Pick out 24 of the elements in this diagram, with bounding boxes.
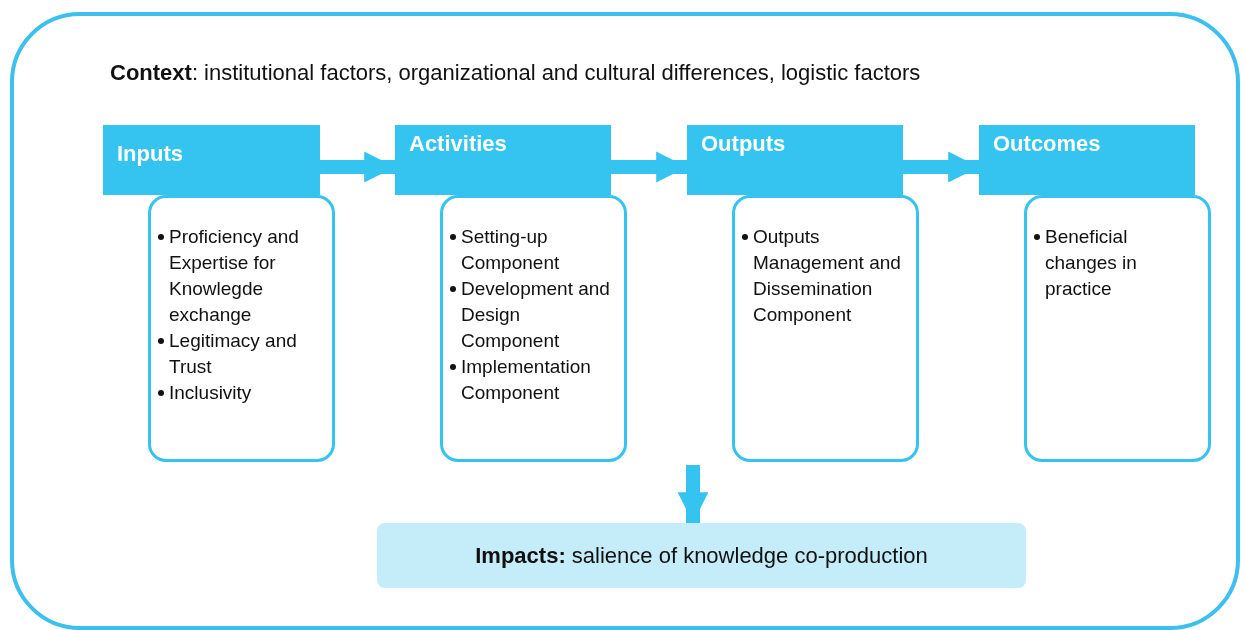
bullet-text: Development and Design Component <box>461 278 610 351</box>
block-arrow <box>320 151 395 183</box>
impacts-text: Impacts: salience of knowledge co-production <box>475 542 928 569</box>
block-arrow <box>903 151 979 183</box>
stage-header: Activities <box>395 125 611 195</box>
stage-card <box>440 195 627 462</box>
bullet-text: Proficiency and Expertise for Knowlegde exchange <box>169 226 299 325</box>
bullet-text: Beneficial changes in practice <box>1045 226 1137 299</box>
block-arrow <box>611 151 687 183</box>
stage-card <box>148 195 335 462</box>
bullet-text: Implementation Component <box>461 356 591 403</box>
stage-header: Inputs <box>103 125 320 195</box>
block-arrow <box>677 465 709 523</box>
bullet-text: Outputs Management and Dissemination Component <box>753 226 901 325</box>
context-text: Context: institutional factors, organizational and cultural differences, logistic factors <box>110 60 921 86</box>
stage-card <box>1024 195 1211 462</box>
bullet-text: Inclusivity <box>169 382 252 403</box>
impacts-box <box>377 523 1026 588</box>
context-panel <box>10 12 1240 630</box>
stage-header: Outcomes <box>979 125 1195 195</box>
stage-header: Outputs <box>687 125 903 195</box>
bullet-text: Setting-up Component <box>461 226 560 273</box>
stage-card <box>732 195 919 462</box>
bullet-text: Legitimacy and Trust <box>169 330 297 377</box>
